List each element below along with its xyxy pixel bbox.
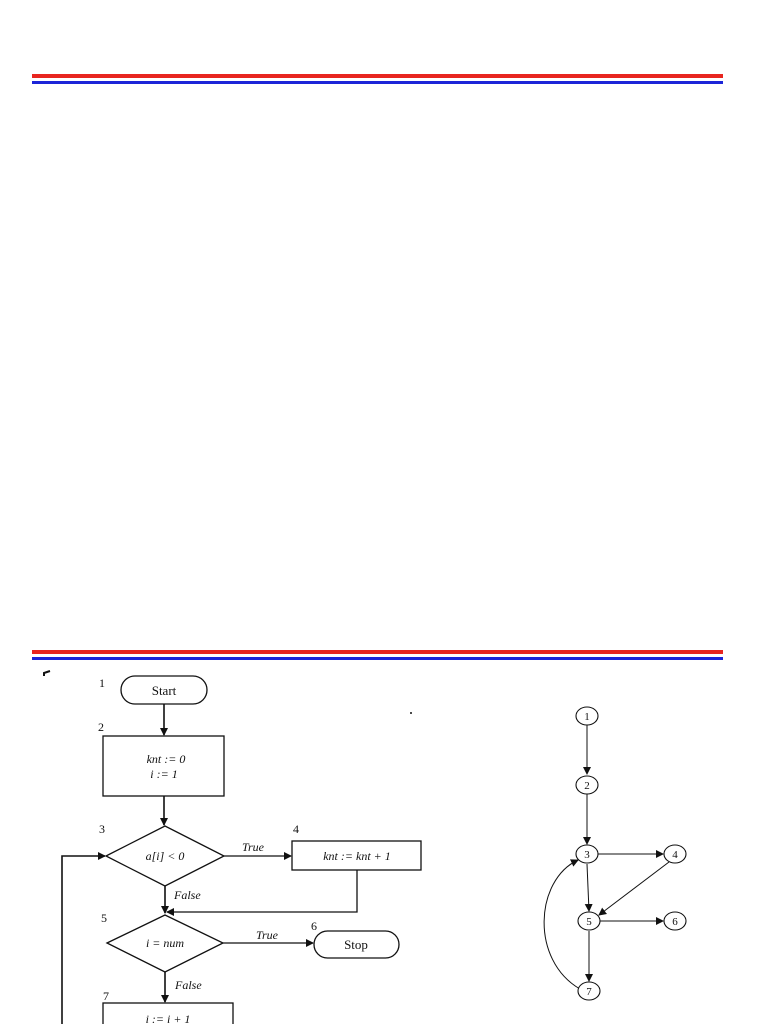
fg-node-4	[663, 844, 687, 864]
fg-node-3	[575, 844, 599, 864]
decision-3-label: a[i] < 0	[146, 849, 185, 863]
node-number-7: 7	[103, 989, 109, 1003]
fg-edge-4-5	[598, 861, 670, 916]
fg-node-5	[577, 911, 601, 931]
top-rule-blue	[32, 81, 723, 84]
node-number-4: 4	[293, 822, 299, 836]
node-number-3: 3	[99, 822, 105, 836]
decision-5-label: i = num	[146, 936, 184, 950]
stop-label: Stop	[344, 937, 368, 952]
fg-node-6	[663, 911, 687, 931]
fg-node-label-1: 1	[584, 711, 590, 723]
init-line2: i := 1	[150, 767, 177, 781]
flowgraph: 1 2 3 4 5 6 7	[543, 706, 687, 1001]
fg-node-label-5: 5	[586, 916, 592, 928]
fg-edge-7-3	[543, 859, 581, 990]
node-number-2: 2	[98, 720, 104, 734]
fg-node-7	[577, 981, 601, 1001]
init-box	[102, 735, 225, 797]
fg-node-label-6: 6	[672, 916, 678, 928]
edge-label-false-3: False	[173, 888, 201, 902]
step-box	[102, 1002, 234, 1024]
fg-node-2	[575, 775, 599, 795]
init-line1: knt := 0	[147, 752, 186, 766]
middle-rule-red	[32, 650, 723, 654]
edge-label-false-5: False	[174, 978, 202, 992]
flowchart-diagram: 1 2 3 4 5 6 7 Start knt := 0 i := 1 a[i]…	[43, 670, 687, 1024]
edge-label-true-3: True	[242, 840, 265, 854]
fg-node-label-3: 3	[584, 849, 590, 861]
node-number-5: 5	[101, 911, 107, 925]
middle-rule-blue	[32, 657, 723, 660]
fg-edge-3-5	[584, 863, 593, 912]
fg-node-label-7: 7	[586, 986, 592, 998]
increment-label: knt := knt + 1	[323, 849, 391, 863]
node-number-1: 1	[99, 676, 105, 690]
edge-increment-merge	[166, 870, 358, 916]
fg-node-label-2: 2	[584, 780, 590, 792]
fg-node-label-4: 4	[672, 849, 678, 861]
fg-node-1	[575, 706, 599, 726]
stray-dot	[410, 712, 412, 714]
edge-loop-back	[61, 852, 106, 1024]
stop-terminal	[313, 930, 400, 959]
step-label: i := i + 1	[146, 1012, 191, 1024]
edge-label-true-5: True	[256, 928, 279, 942]
start-label: Start	[152, 683, 177, 698]
top-rule-red	[32, 74, 723, 78]
corner-mark	[43, 670, 51, 676]
node-number-6: 6	[311, 919, 317, 933]
